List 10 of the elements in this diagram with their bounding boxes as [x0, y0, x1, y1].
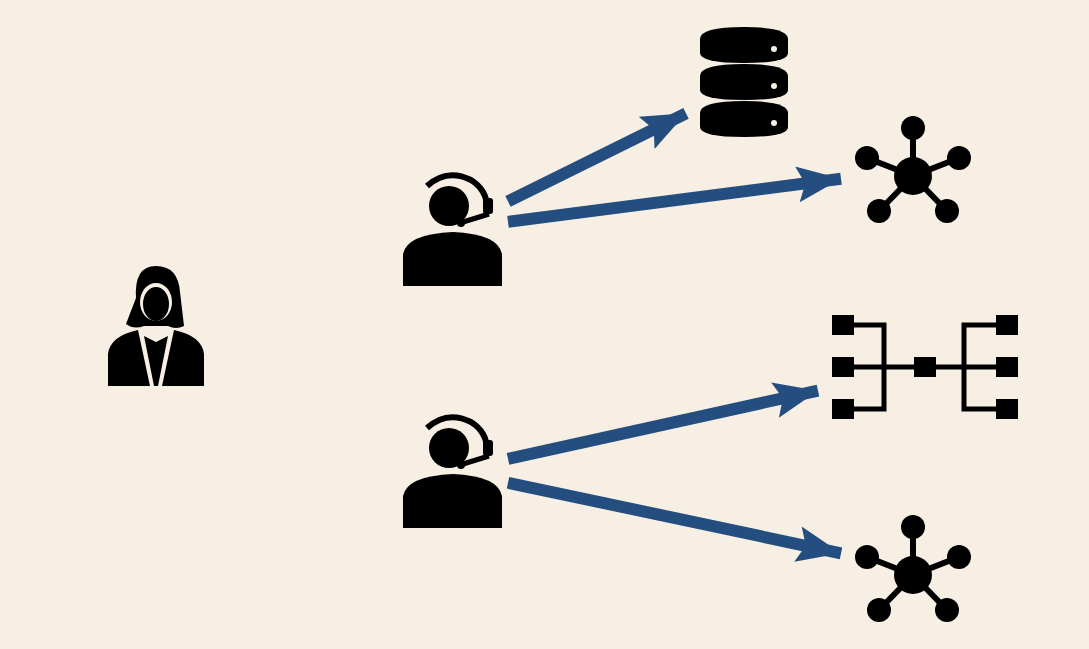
- hierarchy-icon: [832, 315, 1019, 419]
- network-icon: [855, 515, 971, 622]
- arrow: [507, 166, 842, 228]
- support-agent-icon: [403, 413, 502, 529]
- arrow: [506, 476, 843, 562]
- arrow: [505, 107, 689, 207]
- arrow: [506, 382, 820, 465]
- network-icon: [855, 116, 971, 223]
- support-agent-icon: [403, 172, 502, 286]
- woman-icon: [108, 266, 204, 386]
